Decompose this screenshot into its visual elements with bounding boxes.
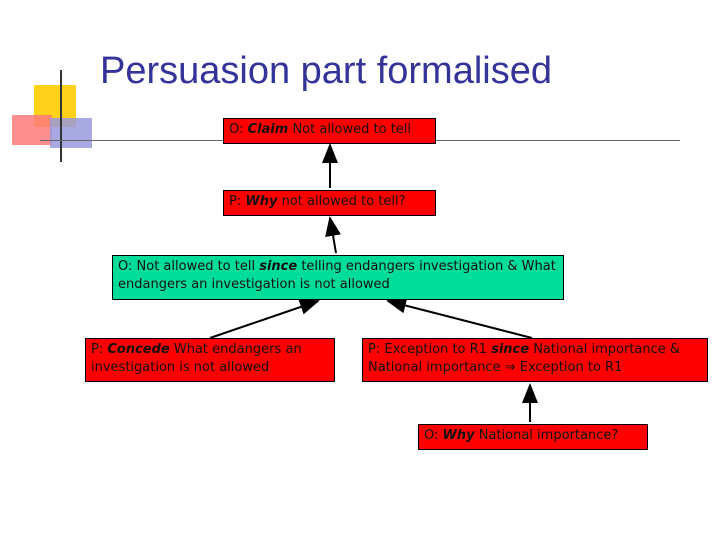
node-since-text: telling endangers investigation & What e… [118,259,556,292]
node-concede: P: Concede What endangers an investigati… [85,338,335,382]
node-claim-text: Not allowed to tell [288,122,412,137]
node-claim-keyword: Claim [247,122,289,137]
node-why-text: not allowed to tell? [277,194,406,209]
node-exception-text: National importance & National importanc… [368,342,681,375]
node-claim: O: Claim Not allowed to tell [223,118,436,144]
node-why-not-allowed: P: Why not allowed to tell? [223,190,436,216]
node-exception: P: Exception to R1 since National import… [362,338,708,382]
node-why-prefix: P: [229,194,246,209]
logo-square-blue [50,118,92,148]
node-claim-prefix: O: [229,122,248,137]
node-why-keyword: Why [245,194,278,209]
node-why2-keyword: Why [442,428,475,443]
node-why-national-importance: O: Why National importance? [418,424,648,450]
edge-n3-to-n2 [325,216,341,254]
node-why2-text: National importance? [474,428,619,443]
edge-n4-to-n3 [209,299,320,339]
slide-title: Persuasion part formalised [100,50,552,92]
node-concede-text: What endangers an investigation is not a… [91,342,302,375]
logo-vertical-line [60,70,62,162]
node-exception-prefix: P: Exception to R1 [368,342,492,357]
node-concede-keyword: Concede [107,342,170,357]
node-why2-prefix: O: [424,428,443,443]
node-since-prefix: O: Not allowed to tell [118,259,260,274]
node-since-keyword: since [259,259,298,274]
edge-n5-to-n3 [386,297,533,339]
node-concede-prefix: P: [91,342,108,357]
node-since-argument: O: Not allowed to tell since telling end… [112,255,564,300]
node-exception-keyword: since [491,342,530,357]
